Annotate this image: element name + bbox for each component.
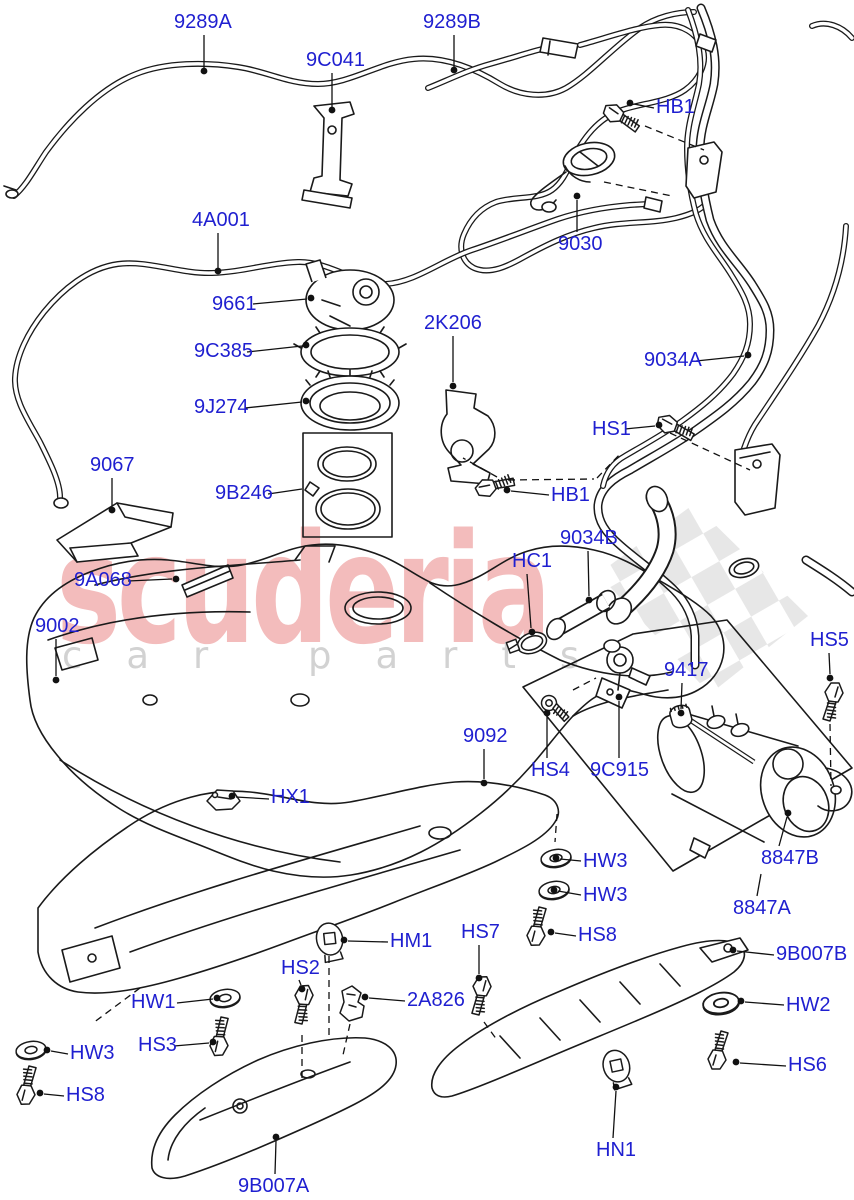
part-label-4a001-4[interactable]: 4A001 (192, 209, 250, 231)
part-label-hs1-11[interactable]: HS1 (592, 418, 631, 440)
part-label-2k206-7[interactable]: 2K206 (424, 312, 482, 334)
part-label-9034a-9[interactable]: 9034A (644, 349, 702, 371)
part-label-9002-18[interactable]: 9002 (35, 615, 80, 637)
hs5-bolt-icon (822, 682, 844, 722)
fuel-pump-module-drawing (293, 259, 407, 431)
hs8-bolt-left-icon (16, 1065, 37, 1106)
part-label-hs4-21[interactable]: HS4 (531, 759, 570, 781)
pipe-bracket-9c041-drawing (301, 101, 355, 209)
part-label-hx1-24[interactable]: HX1 (271, 786, 310, 808)
hm1-nut-icon (315, 922, 344, 964)
watermark-subtext: car parts (62, 634, 624, 677)
filler-pipe-drawing (598, 8, 852, 665)
part-label-9b007b-30[interactable]: 9B007B (776, 943, 848, 965)
part-label-8847b-41[interactable]: 8847B (761, 847, 819, 869)
hs3-bolt-icon (209, 1016, 229, 1057)
carbon-canister-8847b-drawing (656, 705, 853, 859)
part-label-hw3-26[interactable]: HW3 (583, 884, 628, 906)
part-label-9067-12[interactable]: 9067 (90, 454, 135, 476)
part-label-9289a-0[interactable]: 9289A (174, 11, 232, 33)
part-label-2a826-32[interactable]: 2A826 (407, 989, 465, 1011)
2a826-clip-icon (339, 985, 365, 1022)
part-label-hs5-19[interactable]: HS5 (810, 629, 849, 651)
hs7-bolt-icon (471, 975, 492, 1016)
fuel-tank-drawing (25, 543, 725, 878)
part-label-hw1-34[interactable]: HW1 (131, 991, 176, 1013)
part-label-9c385-8[interactable]: 9C385 (194, 340, 253, 362)
part-label-9c041-1[interactable]: 9C041 (306, 49, 365, 71)
part-label-hm1-27[interactable]: HM1 (390, 930, 433, 952)
bracket-2k206-drawing (440, 389, 496, 485)
service-kit-9b246-drawing (302, 432, 393, 538)
part-label-hs2-31[interactable]: HS2 (281, 957, 320, 979)
part-label-9b007a-40[interactable]: 9B007A (238, 1175, 310, 1197)
part-label-hc1-16[interactable]: HC1 (512, 550, 553, 572)
part-label-9a068-17[interactable]: 9A068 (74, 569, 132, 591)
part-label-hs6-38[interactable]: HS6 (788, 1054, 827, 1076)
fuel-lines-drawing (3, 12, 706, 509)
part-label-9417-20[interactable]: 9417 (664, 659, 709, 681)
part-label-9b246-13[interactable]: 9B246 (215, 482, 273, 504)
part-label-hw2-33[interactable]: HW2 (786, 994, 831, 1016)
pad-9a068-drawing (181, 564, 234, 598)
hs4-screw-icon (540, 694, 570, 723)
part-label-hw3-36[interactable]: HW3 (70, 1042, 115, 1064)
heat-shield-9067-drawing (56, 502, 174, 563)
hc1-clamp-icon (505, 631, 548, 655)
heat-shield-9b007a-drawing (150, 1036, 397, 1180)
part-label-hw3-25[interactable]: HW3 (583, 850, 628, 872)
part-label-9c915-22[interactable]: 9C915 (590, 759, 649, 781)
part-label-hb1-14[interactable]: HB1 (551, 484, 590, 506)
part-label-8847a-42[interactable]: 8847A (733, 897, 791, 919)
part-label-9661-6[interactable]: 9661 (212, 293, 257, 315)
filler-hose-9034b-drawing (546, 485, 671, 641)
part-label-hb1-3[interactable]: HB1 (656, 96, 695, 118)
hb1-bolt-top-icon (602, 104, 641, 133)
part-label-9j274-10[interactable]: 9J274 (194, 396, 249, 418)
hs8-bolt-right-icon (526, 906, 547, 947)
leader-lines-layer (36, 35, 834, 1175)
part-label-hs8-29[interactable]: HS8 (578, 924, 617, 946)
part-label-hs3-35[interactable]: HS3 (138, 1034, 177, 1056)
fasteners-layer (15, 104, 844, 1106)
fuel-cap-drawing (530, 141, 616, 213)
part-label-9030-5[interactable]: 9030 (558, 233, 603, 255)
hn1-nut-icon (602, 1049, 633, 1091)
part-label-9034b-15[interactable]: 9034B (560, 527, 618, 549)
hw3-washer-left-icon (15, 1040, 47, 1061)
checkered-flag-watermark (598, 504, 808, 694)
part-label-hn1-39[interactable]: HN1 (596, 1139, 637, 1161)
part-label-hs7-28[interactable]: HS7 (461, 921, 500, 943)
part-label-hs8-37[interactable]: HS8 (66, 1084, 105, 1106)
part-label-9289b-2[interactable]: 9289B (423, 11, 481, 33)
heat-shield-9b007b-drawing (431, 937, 749, 1098)
hs6-bolt-icon (707, 1030, 729, 1070)
purge-valve-9c915-drawing (595, 639, 651, 709)
hs1-bolt-icon (656, 414, 695, 442)
hw2-washer-icon (702, 991, 740, 1016)
hb1-bolt-lower-icon (474, 474, 516, 498)
part-label-9092-23[interactable]: 9092 (463, 725, 508, 747)
